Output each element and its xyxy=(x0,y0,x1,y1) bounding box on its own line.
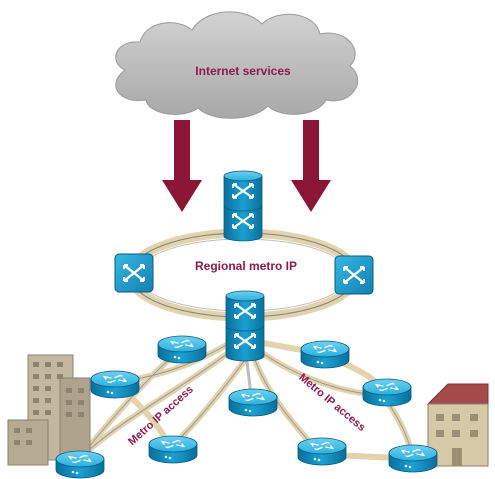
regional-ring-label: Regional metro IP xyxy=(195,259,297,273)
multilayer-switch-icon xyxy=(334,255,374,295)
router-icon xyxy=(300,340,350,369)
router-icon xyxy=(55,450,105,479)
multilayer-switch-icon xyxy=(114,253,154,293)
router-icon xyxy=(362,378,412,407)
multilayer-switch-icon xyxy=(225,290,265,362)
multilayer-switch-icon xyxy=(223,170,263,242)
cloud-label: Internet services xyxy=(195,64,291,78)
router-icon xyxy=(157,335,207,364)
house-building-icon xyxy=(426,383,489,467)
router-icon xyxy=(228,388,278,417)
router-icon xyxy=(90,370,140,399)
office-building-icon xyxy=(7,354,91,466)
router-icon xyxy=(297,437,347,466)
cloud-icon xyxy=(115,11,359,119)
down-arrow-icon xyxy=(162,120,202,212)
router-icon xyxy=(388,444,438,473)
access-right-label: Metro IP access xyxy=(296,371,367,434)
down-arrow-icon xyxy=(291,120,331,212)
router-icon xyxy=(148,435,198,464)
